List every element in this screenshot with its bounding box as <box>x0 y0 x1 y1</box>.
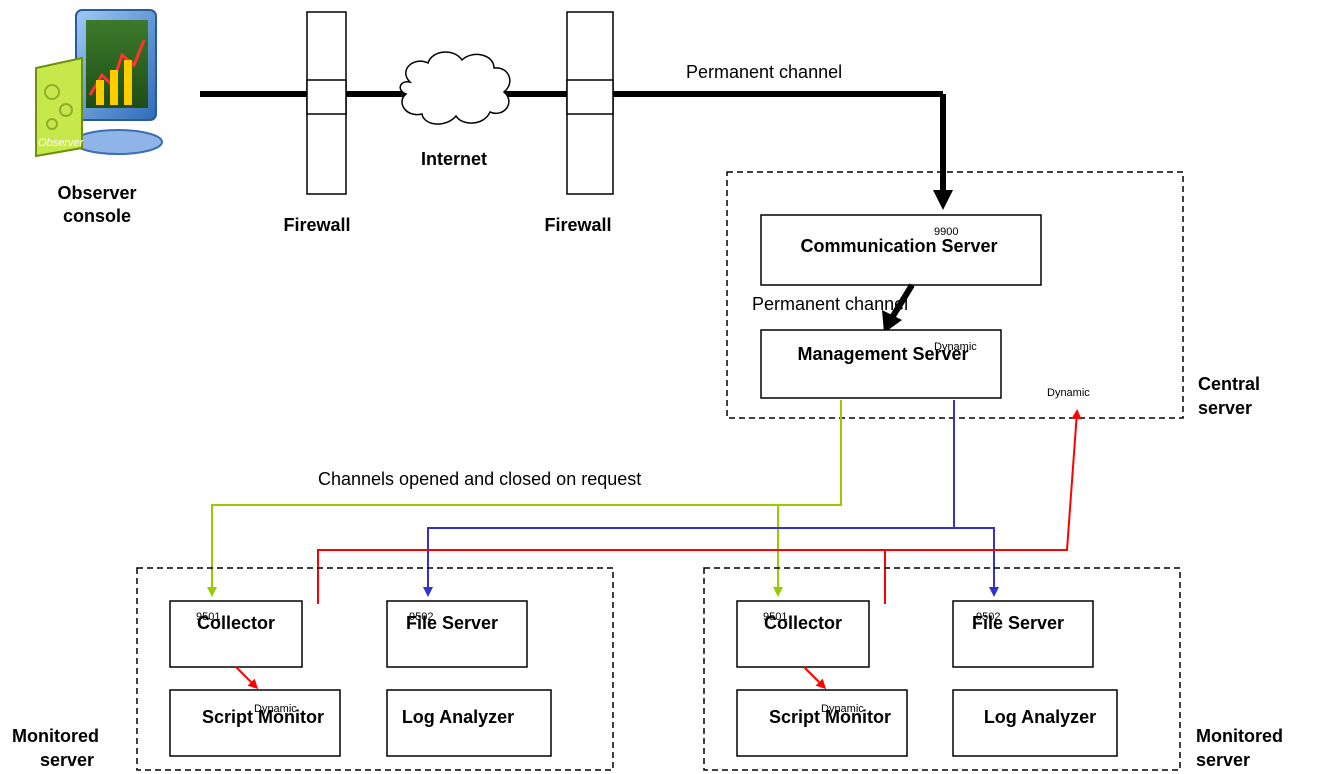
file-server-left-label: File Server <box>406 613 498 633</box>
monitored-server-right-label-line1: Monitored <box>1196 726 1283 746</box>
file-server-left-port: 9502 <box>409 611 433 623</box>
collector-left-label: Collector <box>197 613 275 633</box>
green-request-channel <box>207 400 842 597</box>
observer-label-line1: Observer <box>57 183 136 203</box>
collector-left-port: 9501 <box>196 611 220 623</box>
monitored-server-right-boundary <box>703 567 1181 771</box>
firewall-left <box>306 11 347 195</box>
file-server-right-box <box>952 600 1094 668</box>
red-dynamic-channel <box>317 409 1082 604</box>
blue-request-channel <box>423 400 999 597</box>
observer-label-line2: console <box>63 206 131 226</box>
communication-server-label: Communication Server <box>800 236 997 256</box>
internet-label: Internet <box>421 149 487 169</box>
log-analyzer-right-box <box>952 689 1118 757</box>
firewall-right-label: Firewall <box>544 215 611 235</box>
central-server-label-line2: server <box>1198 398 1252 418</box>
management-server-label: Management Server <box>797 344 968 364</box>
monitored-server-left-label-line2: server <box>40 750 94 770</box>
collector-left-box <box>169 600 303 668</box>
file-server-right-label: File Server <box>972 613 1064 633</box>
permanent-channel-arrowhead-top <box>933 190 953 210</box>
script-monitor-left-label: Script Monitor <box>202 707 324 727</box>
firewall-right <box>566 11 614 195</box>
script-monitor-right-label: Script Monitor <box>769 707 891 727</box>
on-request-channels-label: Channels opened and closed on request <box>318 469 641 489</box>
monitored-server-left-boundary <box>136 567 614 771</box>
permanent-channel-label-top: Permanent channel <box>686 62 842 82</box>
central-server-label-line1: Central <box>1198 374 1260 394</box>
script-monitor-left-port: Dynamic <box>254 703 297 715</box>
communication-server-port: 9900 <box>934 226 958 238</box>
collector-to-script-monitor-left-arrow <box>235 666 259 690</box>
monitored-server-right-label-line2: server <box>1196 750 1250 770</box>
central-dynamic-label: Dynamic <box>1047 387 1090 399</box>
communication-server-box <box>760 214 1042 286</box>
log-analyzer-left-box <box>386 689 552 757</box>
management-server-box <box>760 329 1002 399</box>
observer-badge: Observer <box>38 137 85 149</box>
collector-right-box <box>736 600 870 668</box>
log-analyzer-right-label: Log Analyzer <box>984 707 1096 727</box>
collector-right-label: Collector <box>764 613 842 633</box>
permanent-channel-line-mid <box>890 283 915 318</box>
script-monitor-right-port: Dynamic <box>821 703 864 715</box>
internet-cloud-icon <box>399 51 511 125</box>
permanent-channel-arrowhead-mid <box>882 310 902 333</box>
monitored-server-left-label-line1: Monitored <box>12 726 99 746</box>
permanent-channel-label-mid: Permanent channel <box>752 294 908 314</box>
observer-console-icon: Observer <box>35 9 163 158</box>
firewall-left-label: Firewall <box>283 215 350 235</box>
collector-to-script-monitor-right-arrow <box>803 666 827 690</box>
collector-right-port: 9501 <box>763 611 787 623</box>
script-monitor-right-box <box>736 689 908 757</box>
log-analyzer-left-label: Log Analyzer <box>402 707 514 727</box>
file-server-right-port: 9502 <box>976 611 1000 623</box>
script-monitor-left-box <box>169 689 341 757</box>
file-server-left-box <box>386 600 528 668</box>
management-server-port: Dynamic <box>934 341 977 353</box>
